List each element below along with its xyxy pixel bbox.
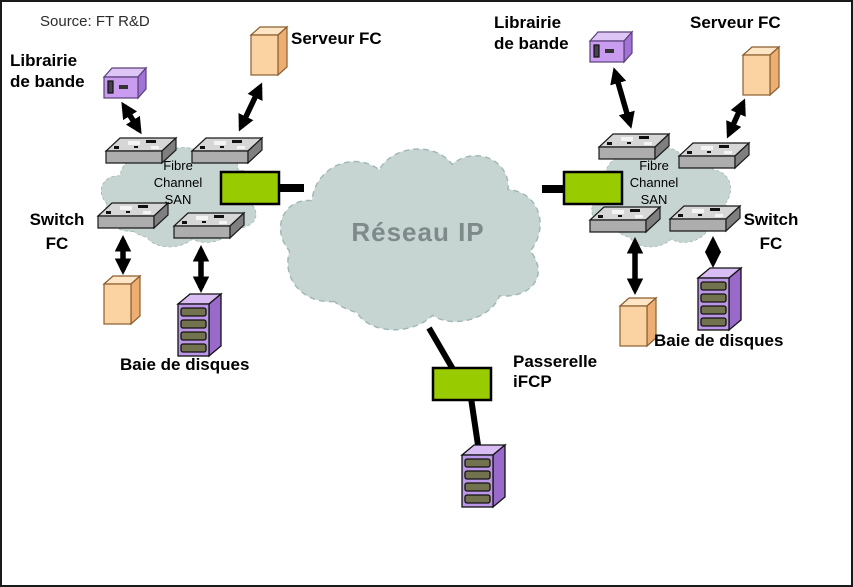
- fc-switch-label-left: Switch FC: [22, 208, 92, 256]
- fc-server-device-left: [250, 26, 288, 76]
- source-note: Source: FT R&D: [40, 13, 150, 30]
- label-line: Channel: [153, 175, 203, 190]
- arrow-server-switch-left: [238, 82, 263, 132]
- fc-switch-device: [669, 205, 741, 232]
- disk-array-device-left: [177, 293, 222, 357]
- tape-library-device-right: [589, 31, 633, 63]
- disk-array-device-bottom: [461, 444, 506, 508]
- ifcp-gateway-bottom: [431, 366, 493, 402]
- link-cloud-gateway-bottom: [426, 326, 457, 373]
- disk-array-label-right: Baie de disques: [654, 331, 784, 350]
- label-line: Passerelle: [513, 352, 598, 371]
- tape-library-device-left: [103, 67, 147, 99]
- label-line: SAN: [640, 192, 668, 207]
- fc-switch-label-right: Switch FC: [736, 208, 806, 256]
- ifcp-gateway-left: [219, 170, 281, 206]
- label-line: Switch: [743, 210, 799, 229]
- label-line: SAN: [164, 192, 192, 207]
- fc-server-device-right: [742, 46, 780, 96]
- server-device-left-bottom: [103, 275, 141, 325]
- fc-link-arrows: [114, 67, 746, 295]
- fc-san-cloud-label-right: Fibre Channel SAN: [616, 157, 692, 208]
- label-line: iFCP: [513, 372, 552, 391]
- fc-switch-device: [598, 133, 670, 160]
- ifcp-gateway-right: [562, 170, 624, 206]
- arrow-tape-switch-right: [610, 67, 635, 129]
- label-line: FC: [45, 234, 69, 253]
- label-line: de bande: [10, 72, 85, 91]
- label-line: Fibre: [163, 158, 193, 173]
- label-line: Fibre: [639, 158, 669, 173]
- tape-library-label-right: Librairie de bande: [494, 12, 569, 54]
- fc-switch-device: [173, 212, 245, 239]
- arrow-tape-switch-left: [121, 101, 142, 135]
- fc-server-label-left: Serveur FC: [291, 29, 382, 48]
- ip-network-label: Réseau IP: [351, 217, 485, 247]
- disk-array-device-right: [697, 267, 742, 331]
- label-line: de bande: [494, 34, 569, 53]
- disk-array-label-left: Baie de disques: [120, 355, 250, 374]
- label-line: Librairie: [494, 13, 562, 32]
- fc-server-label-right: Serveur FC: [690, 13, 781, 32]
- arrow-server-switch-right: [726, 98, 746, 139]
- fc-san-cloud-label-left: Fibre Channel SAN: [140, 157, 216, 208]
- fc-switch-device: [589, 206, 661, 233]
- server-device-right-bottom: [619, 297, 657, 347]
- label-line: Switch: [29, 210, 85, 229]
- tape-library-label-left: Librairie de bande: [10, 50, 85, 92]
- link-gateway-bottom-disk: [468, 397, 482, 453]
- label-line: Channel: [629, 175, 679, 190]
- label-line: Librairie: [10, 51, 78, 70]
- label-line: FC: [759, 234, 783, 253]
- ifcp-gateway-label: Passerelle iFCP: [513, 352, 597, 392]
